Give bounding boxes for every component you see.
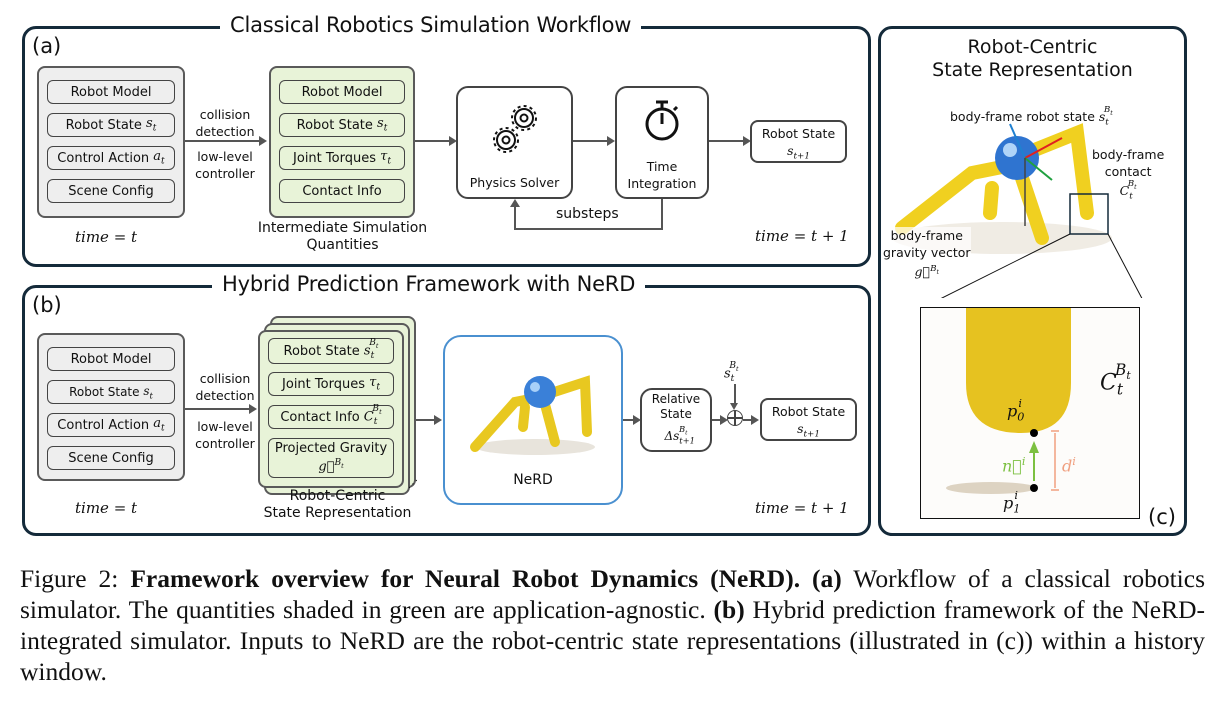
panel-a-time-t1: time = t + 1 — [755, 227, 849, 245]
sum-input-var: stBt — [724, 361, 739, 384]
p0-label: p0i — [1007, 397, 1025, 424]
b-input-robot-model: Robot Model — [47, 347, 175, 371]
contact-zoom-box — [920, 307, 1140, 519]
caption-b-tag: (b) — [713, 595, 745, 624]
substeps-line-down — [661, 199, 663, 229]
distance-label: di — [1062, 455, 1076, 476]
substeps-label: substeps — [556, 206, 619, 222]
gears-icon — [493, 105, 537, 153]
substeps-arrowhead — [510, 199, 520, 207]
normal-label: n⃗i — [1002, 455, 1026, 476]
physics-solver-label: Physics Solver — [469, 175, 560, 190]
z-axis — [1009, 123, 1026, 159]
intermediate-joint-torques: Joint Torques τt — [279, 146, 405, 170]
robot-illustration — [470, 375, 595, 455]
panel-b-output-var: st+1 — [797, 421, 820, 440]
panel-b-arrow-1 — [185, 404, 257, 414]
panel-c-frame — [878, 26, 1187, 536]
x-axis — [1024, 137, 1063, 159]
sum-input-arrowhead — [730, 403, 738, 410]
nerd-label: NeRD — [513, 472, 553, 488]
panel-c-tag: (c) — [1148, 505, 1176, 529]
panel-a-tag: (a) — [32, 34, 62, 58]
panel-b-output-title: Robot State — [771, 404, 846, 419]
panel-b-inputs-group: Robot Model Robot State st Control Actio… — [37, 333, 185, 481]
zoom-source-box — [1069, 193, 1109, 235]
panel-b-time-t1: time = t + 1 — [755, 499, 849, 517]
y-axis — [1024, 157, 1053, 181]
panel-b-title: Hybrid Prediction Framework with NeRD — [212, 272, 646, 296]
panel-a-time-t: time = t — [75, 228, 138, 246]
intermediate-contact-info: Contact Info — [279, 179, 405, 203]
sum-operator — [727, 410, 743, 426]
sum-input-line — [734, 384, 736, 406]
rc-contact-info: Contact Info CtBt — [268, 404, 394, 429]
input-robot-model: Robot Model — [47, 80, 175, 104]
rc-ellipsis: ⋰ — [408, 479, 418, 490]
p1-label: p1i — [1003, 489, 1021, 516]
intermediate-robot-state: Robot State st — [279, 113, 405, 137]
panel-b-arrow-5 — [743, 415, 759, 425]
caption-a-tag: (a) — [812, 564, 842, 593]
panel-a-arrow-3 — [573, 136, 615, 146]
panel-a-title: Classical Robotics Simulation Workflow — [220, 13, 642, 37]
intermediate-robot-model: Robot Model — [279, 80, 405, 104]
caption-prefix: Figure 2: — [20, 564, 119, 593]
panel-b-output-node: Robot State st+1 — [760, 398, 857, 441]
panel-a-arrow-4 — [709, 136, 751, 146]
panel-a-output-node: Robot State st+1 — [750, 120, 847, 163]
panel-b-arrow-2 — [416, 415, 442, 425]
panel-a-output-var: st+1 — [787, 143, 810, 162]
panel-c-state-label: body-frame robot state stBt — [950, 105, 1113, 128]
substeps-line-up — [514, 203, 516, 230]
caption-b-text: Hybrid prediction framework of the NeRD-… — [20, 595, 1206, 686]
stopwatch-icon — [645, 100, 679, 141]
panel-a-intermediate-group: Robot Model Robot State st Joint Torques… — [269, 66, 415, 218]
input-control-action: Control Action at — [47, 146, 175, 170]
panel-a-output-title: Robot State — [761, 126, 836, 141]
rc-joint-torques: Joint Torques τt — [268, 372, 394, 396]
figure-caption: Figure 2: Framework overview for Neural … — [20, 563, 1205, 687]
caption-title: Framework overview for Neural Robot Dyna… — [130, 564, 801, 593]
rc-robot-state: Robot State stBt — [268, 338, 394, 364]
b-input-robot-state: Robot State st — [47, 380, 175, 404]
input-robot-state: Robot State st — [47, 113, 175, 137]
physics-solver-node: Physics Solver — [456, 86, 573, 199]
caption-a-text: Workflow of a classical robotics simulat… — [20, 564, 1206, 624]
rc-stack-front: Robot State stBt Joint Torques τt Contac… — [258, 330, 404, 488]
panel-a-inputs-group: Robot Model Robot State st Control Actio… — [37, 66, 185, 218]
panel-a-arrow-1 — [185, 136, 267, 146]
sum-v — [734, 411, 736, 425]
panel-b-arrow-3 — [623, 415, 641, 425]
relative-state-var: Δst+1Bt — [664, 424, 696, 446]
b-input-control-action: Control Action at — [47, 413, 175, 437]
input-scene-config: Scene Config — [47, 179, 175, 203]
panel-b-time-t: time = t — [75, 499, 138, 517]
panel-a-arrow-2 — [415, 136, 457, 146]
panel-b-arrow-4 — [712, 415, 728, 425]
nerd-node: NeRD — [443, 335, 623, 505]
substeps-line-horizontal — [514, 228, 663, 230]
b-input-scene-config: Scene Config — [47, 446, 175, 470]
panel-b-tag: (b) — [32, 293, 62, 317]
zoom-contact-var: CtBt — [1100, 361, 1131, 399]
contact-zoom-illustration — [946, 308, 1071, 494]
